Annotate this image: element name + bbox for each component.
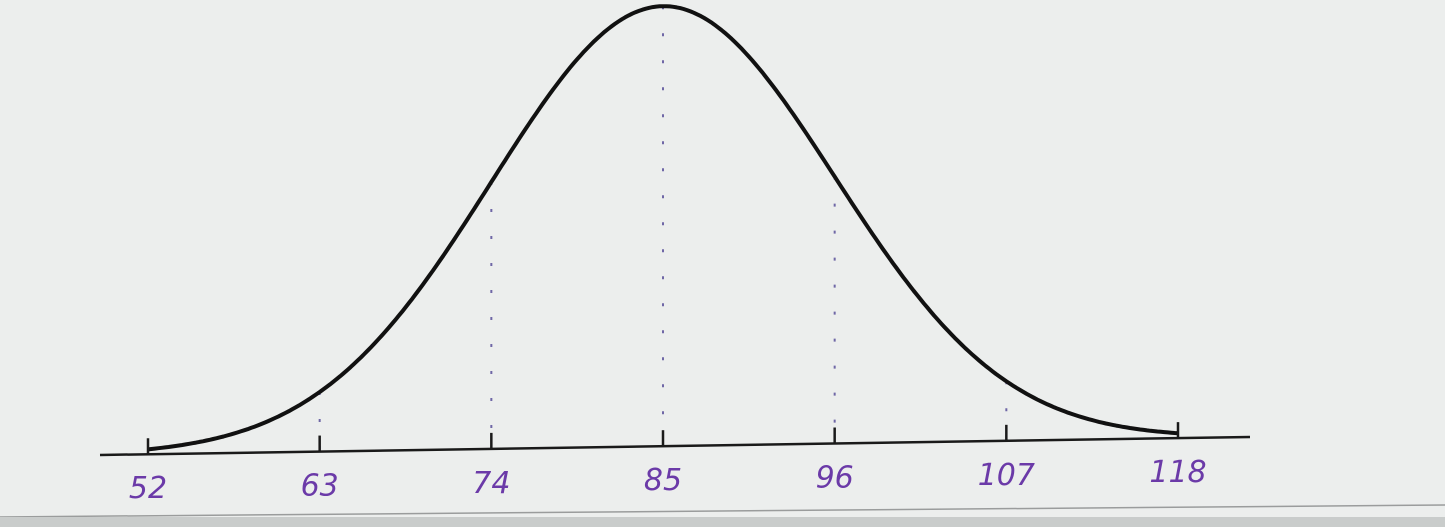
bell-curve [147,4,1179,452]
tick-marks-group [146,422,1180,455]
x-axis-line [99,435,1251,457]
tick-label-1: 63 [301,469,339,504]
tick-label-5: 107 [978,458,1035,493]
paper-bottom-edge [0,517,1445,527]
tick-label-6: 118 [1149,455,1206,490]
paper-fold-line [0,504,1445,518]
tick-labels-group: 52 63 74 85 96 107 118 [129,455,1207,506]
guide-lines-group [318,6,1008,452]
tick-label-0: 52 [129,471,167,506]
tick-label-3: 85 [644,463,682,498]
tick-label-2: 74 [472,466,510,501]
tick-label-4: 96 [816,461,854,496]
